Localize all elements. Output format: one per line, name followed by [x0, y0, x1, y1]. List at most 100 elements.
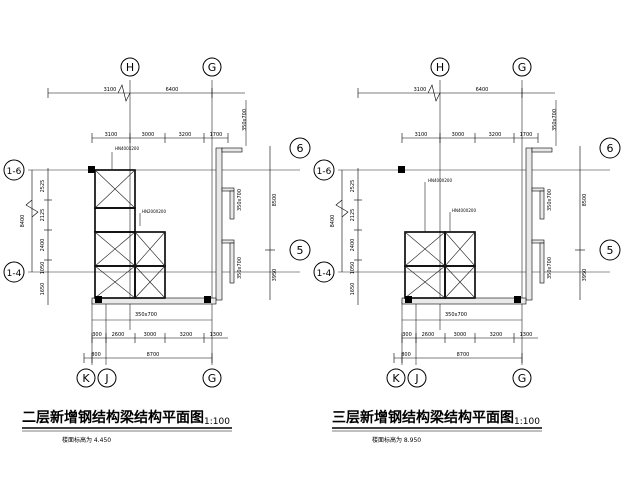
beam-label-2: HN400X200	[452, 208, 476, 213]
grid-bubble-G-bottom	[512, 368, 532, 388]
brace	[134, 265, 166, 299]
plan-note: 楼面标高为 4.450	[62, 436, 111, 444]
dim-bot1-b: 2600	[422, 332, 435, 338]
dim-left-d: 1050	[40, 262, 46, 275]
plan-scale: 1:100	[514, 417, 540, 427]
dim-left-b: 2125	[350, 209, 356, 222]
grid-label-K: K	[392, 372, 400, 385]
dim-top1-a: 3100	[414, 87, 427, 93]
grid-bubble-J	[407, 368, 427, 388]
dim-bot1-d: 3200	[490, 332, 503, 338]
beam-label-1: HN400X200	[428, 178, 452, 183]
wall-size-1: 350x700	[237, 189, 243, 211]
dim-bot1-b: 2600	[112, 332, 125, 338]
grid-bubble-K	[76, 368, 96, 388]
wall-size-2: 350x700	[237, 257, 243, 279]
break-mark	[25, 199, 39, 218]
dim-bot1-e: 1300	[210, 332, 223, 338]
grid-bubble-6	[599, 137, 621, 159]
dim-right-a: 3950	[272, 269, 278, 282]
slab-edge	[91, 297, 217, 305]
brace	[404, 231, 446, 267]
dim-left-e: 1650	[40, 283, 46, 296]
dim-top1-a: 3100	[104, 87, 117, 93]
wall-stub	[531, 239, 545, 244]
dim-left-total-text: 8400	[20, 215, 26, 228]
grid-label-H: H	[436, 61, 444, 74]
grid-bubble-5	[599, 239, 621, 261]
wall-stub	[221, 187, 235, 192]
dim-left-total-text: 8400	[330, 215, 336, 228]
dim-top2-b: 3000	[142, 132, 155, 138]
grid-bubble-K	[386, 368, 406, 388]
grid-bubble-1-6	[3, 159, 25, 181]
wall-right	[525, 147, 533, 301]
grid-label-1-4: 1-4	[7, 269, 22, 279]
grid-bubble-G	[512, 57, 532, 77]
grid-label-G: G	[208, 61, 217, 74]
grid-label-1-6: 1-6	[317, 167, 332, 177]
grid-label-6: 6	[297, 142, 304, 155]
grid-bubble-G-bottom	[202, 368, 222, 388]
dim-top2-a: 3100	[105, 132, 118, 138]
grid-label-G: G	[518, 61, 527, 74]
break-mark	[335, 199, 349, 218]
dim-bot1-a: 300	[92, 332, 102, 338]
brace	[94, 265, 136, 299]
dim-bot2-b: 8700	[147, 352, 160, 358]
dim-top2-c: 3200	[489, 132, 502, 138]
brace	[94, 169, 136, 209]
dim-bot1-c: 3000	[454, 332, 467, 338]
break-mark	[117, 84, 131, 102]
beam-size-bottom: 350x700	[135, 312, 157, 318]
plan-scale: 1:100	[204, 417, 230, 427]
wall-stub	[539, 190, 545, 220]
grid-bubble-1-6	[313, 159, 335, 181]
grid-label-6: 6	[607, 142, 614, 155]
grid-label-J: J	[104, 372, 108, 385]
dim-top2-d: 1700	[520, 132, 533, 138]
grid-label-J: J	[414, 372, 418, 385]
beam-size-bottom: 350x700	[445, 312, 467, 318]
plan-note: 楼面标高为 8.950	[372, 436, 421, 444]
wall-right	[215, 147, 223, 301]
grid-label-5: 5	[297, 244, 304, 257]
grid-label-1-4: 1-4	[317, 269, 332, 279]
grid-label-K: K	[82, 372, 90, 385]
brace	[134, 231, 166, 267]
slab-edge	[401, 297, 527, 305]
dim-top2-b: 3000	[452, 132, 465, 138]
grid-bubble-G	[202, 57, 222, 77]
dim-bot1-d: 3200	[180, 332, 193, 338]
column	[95, 296, 102, 303]
grid-bubble-6	[289, 137, 311, 159]
beam-label-1: HN400X200	[115, 146, 139, 151]
dim-right-total: 8500	[582, 194, 588, 207]
wall-stub	[531, 147, 553, 153]
dim-right-a: 3950	[582, 269, 588, 282]
dim-left-c: 2400	[350, 239, 356, 252]
brace	[404, 265, 446, 299]
grid-label-5: 5	[607, 244, 614, 257]
dim-right-total: 8500	[272, 194, 278, 207]
wall-size-top: 350x700	[552, 109, 558, 131]
brace	[444, 265, 476, 299]
dim-bot2-a: 800	[401, 352, 411, 358]
grid-bubble-H	[120, 57, 140, 77]
steel-bay	[94, 207, 136, 233]
column	[514, 296, 521, 303]
grid-bubble-H	[430, 57, 450, 77]
wall-stub	[221, 147, 243, 153]
dim-bot2-b: 8700	[457, 352, 470, 358]
brace	[444, 231, 476, 267]
dim-top1-b: 6400	[476, 87, 489, 93]
dim-top2-a: 3100	[415, 132, 428, 138]
grid-bubble-5	[289, 239, 311, 261]
break-mark	[427, 84, 441, 102]
wall-stub	[229, 242, 235, 284]
wall-stub	[221, 239, 235, 244]
grid-label-G-bottom: G	[518, 372, 527, 385]
dim-bot1-c: 3000	[144, 332, 157, 338]
grid-bubble-1-4	[3, 261, 25, 283]
dim-left-c: 2400	[40, 239, 46, 252]
